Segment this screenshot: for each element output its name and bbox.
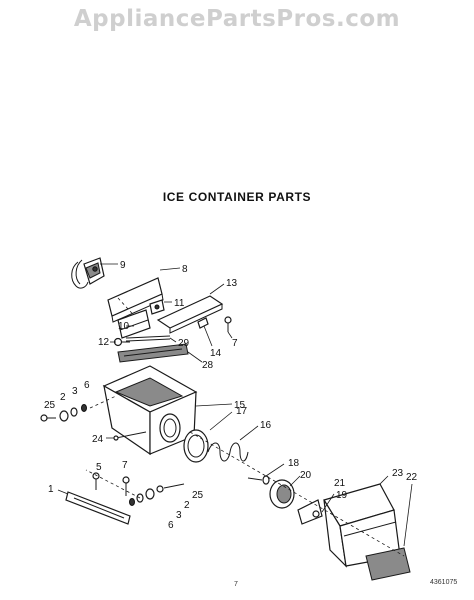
callout-2-upper: 2: [60, 392, 66, 403]
callout-7-lower: 7: [122, 460, 128, 471]
part-25-2-3-6-hardware-lower: [129, 483, 185, 506]
callout-6-upper: 6: [84, 380, 90, 391]
part-10-bracket: [117, 309, 151, 339]
callout-28: 28: [202, 360, 214, 371]
page-mark: 7: [234, 581, 238, 588]
part-17-ring: [183, 429, 209, 463]
part-25-2-3-6-hardware-upper: [40, 404, 87, 422]
part-15-housing: [102, 365, 198, 456]
callout-20: 20: [300, 470, 312, 481]
callout-25-lower: 25: [192, 490, 204, 501]
part-7-screw-lower: [122, 476, 130, 496]
callout-8: 8: [182, 264, 188, 275]
diagram-title: ICE CONTAINER PARTS: [162, 190, 312, 204]
callout-2-lower: 2: [184, 500, 190, 511]
callout-5: 5: [96, 462, 102, 473]
callout-1: 1: [48, 484, 54, 495]
callout-24: 24: [92, 434, 104, 445]
callout-13: 13: [226, 278, 238, 289]
part-22-bin-tab: [365, 547, 411, 581]
part-18-washer: [247, 475, 270, 485]
part-23-container-front: [323, 483, 401, 568]
callout-16: 16: [260, 420, 272, 431]
part-11-clip: [149, 299, 165, 315]
callout-21: 21: [334, 478, 346, 489]
part-28-auger-strip: [117, 343, 189, 363]
part-8-mounting-plate: [107, 277, 164, 323]
callout-25-upper: 25: [44, 400, 56, 411]
callout-18: 18: [288, 458, 300, 469]
callout-22: 22: [406, 472, 418, 483]
callout-11: 11: [174, 298, 185, 309]
part-14-screw: [197, 317, 209, 329]
drawing-number: 4361075: [430, 579, 457, 586]
callout-6-lower: 6: [168, 520, 174, 531]
callout-9: 9: [120, 260, 126, 271]
callout-10: 10: [118, 321, 130, 332]
part-9-motor-bracket: [71, 257, 105, 289]
part-7-screw-upper: [224, 316, 232, 332]
part-5-screw: [92, 472, 100, 490]
callout-12: 12: [98, 337, 110, 348]
part-16-spring: [207, 442, 249, 462]
callout-29: 29: [178, 338, 190, 349]
callout-14: 14: [210, 348, 222, 359]
callout-17: 17: [236, 406, 248, 417]
part-20-cup: [269, 479, 295, 509]
part-21-lever: [297, 499, 323, 525]
part-12-screw: [113, 337, 130, 347]
callout-15: 15: [234, 400, 246, 411]
part-13-cover: [156, 295, 224, 334]
assembly-lines: [85, 395, 405, 557]
callout-23: 23: [392, 468, 404, 479]
part-19-screw: [312, 510, 320, 518]
callout-19: 19: [336, 490, 348, 501]
callout-3-lower: 3: [176, 510, 182, 521]
leader-lines: [57, 263, 413, 547]
site-watermark: AppliancePartsPros.com: [73, 6, 401, 32]
callout-7-upper: 7: [232, 338, 238, 349]
part-29-pin: [125, 335, 171, 342]
part-1-strip: [65, 491, 131, 525]
callout-labels: 9 8 11 13 10 12 29 7 14 28 25 2 3 6 15 1…: [44, 260, 418, 531]
callout-3-upper: 3: [72, 386, 78, 397]
part-24-pin: [113, 431, 147, 441]
